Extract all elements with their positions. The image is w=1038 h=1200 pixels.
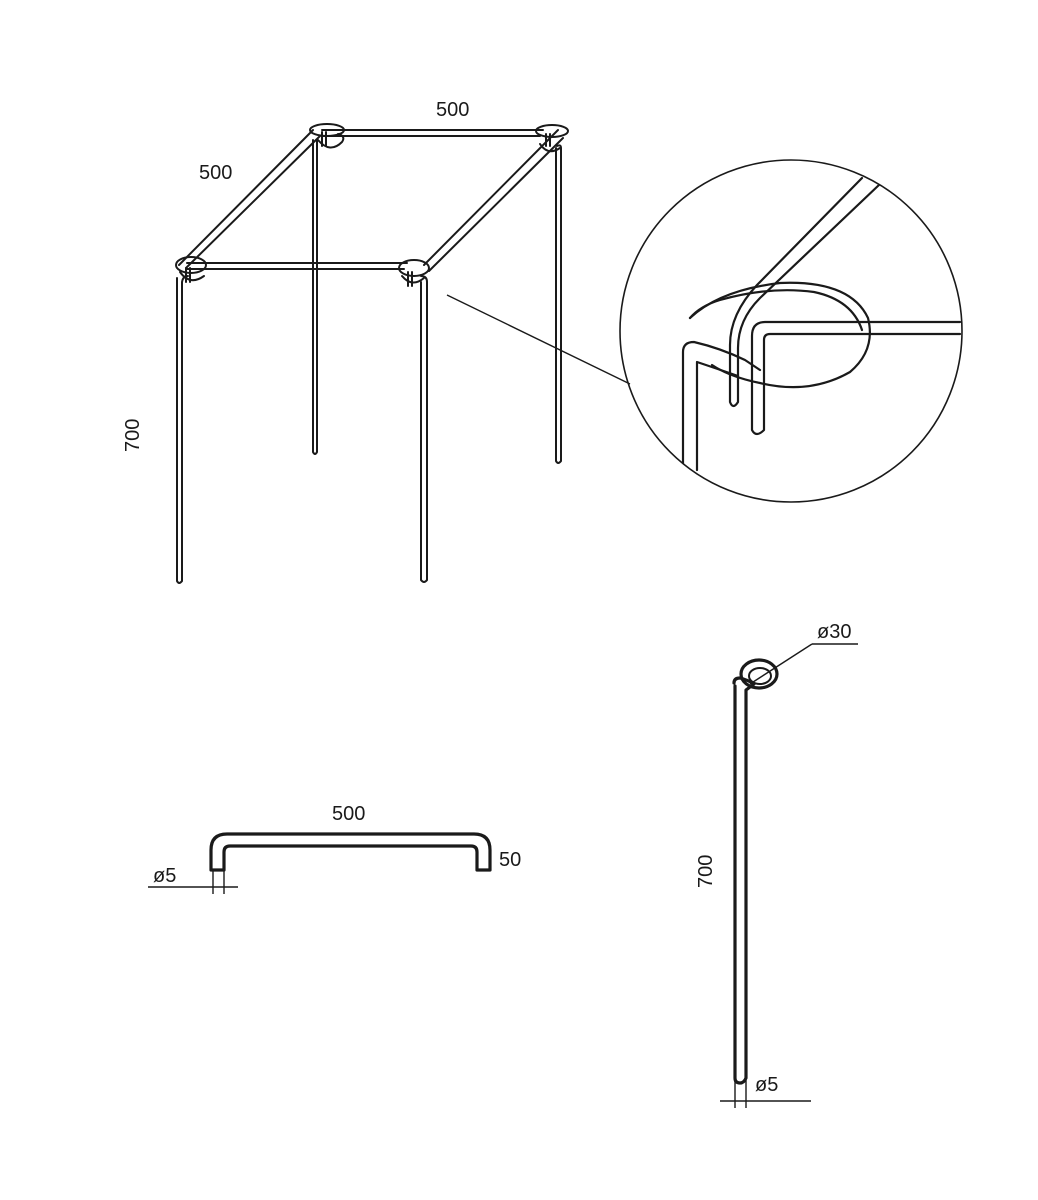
corner-loop-front-left <box>175 256 207 283</box>
frame-height-label: 700 <box>122 419 144 452</box>
crossbar-diameter-label: ø5 <box>153 865 176 887</box>
corner-detail-view <box>619 159 963 503</box>
frame-leg-back-left <box>312 139 318 455</box>
corner-loop-back-left <box>309 123 345 149</box>
leg-length-label: 700 <box>695 855 717 888</box>
detail-leader-line <box>446 294 631 385</box>
frame-bar-front <box>186 262 408 270</box>
frame-bar-right <box>423 129 564 272</box>
frame-width-label: 500 <box>436 99 469 121</box>
detail-circle <box>619 159 963 503</box>
corner-loop-back-right <box>535 124 569 153</box>
crossbar-drop-label: 50 <box>499 849 521 871</box>
frame-bar-back <box>321 129 544 137</box>
crossbar-view: ø5 500 50 <box>148 803 521 894</box>
corner-loop-front-right <box>398 259 430 287</box>
frame-bar-left <box>178 129 321 269</box>
frame-depth-label: 500 <box>199 162 232 184</box>
frame-leg-back-right <box>555 144 562 464</box>
crossbar-length-label: 500 <box>332 803 365 825</box>
leg-loop-diameter-label: ø30 <box>817 621 851 643</box>
frame-leg-front-left <box>176 275 189 584</box>
leg-shaft <box>732 676 756 1085</box>
frame-leg-front-right <box>420 275 428 583</box>
crossbar-profile <box>209 832 492 872</box>
leg-loop <box>739 658 779 690</box>
frame-isometric-view: 500 500 700 <box>122 99 631 584</box>
leg-view: ø30 ø5 700 <box>695 621 858 1108</box>
leg-diameter-label: ø5 <box>755 1074 778 1096</box>
